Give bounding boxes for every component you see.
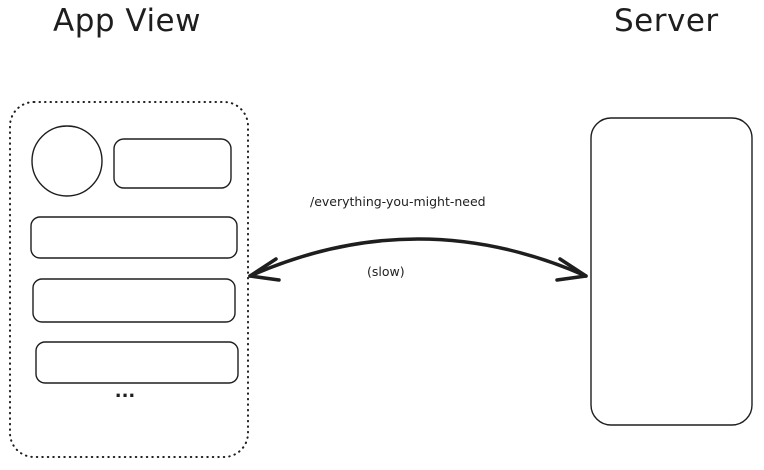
header-placeholder [113,138,232,189]
server-box [590,117,753,426]
arrowhead-left-icon [248,257,281,282]
request-arrow [248,237,588,278]
arrowhead-right-icon [555,257,588,282]
server-title: Server [614,3,719,39]
content-row-placeholder [35,341,239,384]
endpoint-label: /everything-you-might-need [310,194,486,209]
content-row-placeholder [32,278,236,323]
content-row-placeholder [30,216,238,259]
latency-note-label: (slow) [367,264,405,279]
ellipsis-text: ... [115,381,136,402]
app-view-title: App View [53,3,201,39]
avatar-placeholder [31,125,103,197]
app-view-frame [9,101,249,458]
